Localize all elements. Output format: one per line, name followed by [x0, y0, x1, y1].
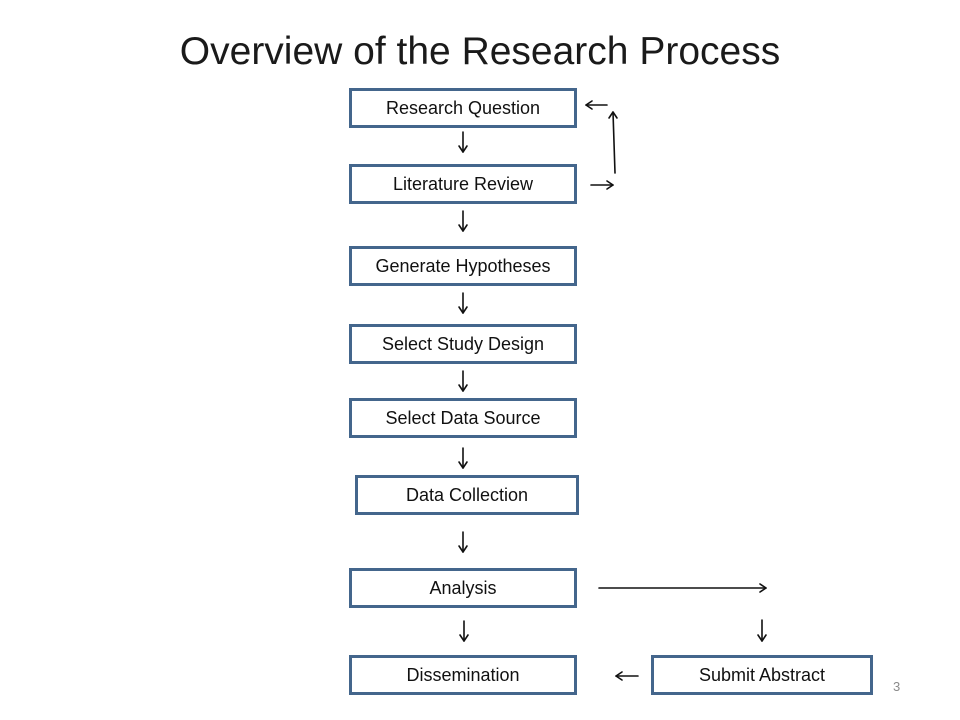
- step-select-data-source: Select Data Source: [349, 398, 577, 438]
- arrow-hypotheses-to-design: [458, 292, 468, 314]
- step-literature-review: Literature Review: [349, 164, 577, 204]
- step-data-collection: Data Collection: [355, 475, 579, 515]
- arrow-collection-to-analysis: [458, 531, 468, 553]
- arrow-design-to-source: [458, 370, 468, 392]
- arrow-source-to-collection: [458, 447, 468, 469]
- step-analysis: Analysis: [349, 568, 577, 608]
- step-submit-abstract: Submit Abstract: [651, 655, 873, 695]
- step-select-study-design: Select Study Design: [349, 324, 577, 364]
- page-number: 3: [893, 679, 901, 694]
- step-research-question: Research Question: [349, 88, 577, 128]
- step-dissemination: Dissemination: [349, 655, 577, 695]
- arrow-review-to-hypotheses: [458, 210, 468, 232]
- arrow-down-to-submit: [757, 619, 767, 642]
- arrow-analysis-to-dissemination: [459, 620, 469, 642]
- arrow-loop-right: [590, 180, 614, 190]
- arrow-analysis-right: [598, 583, 767, 593]
- page-title: Overview of the Research Process: [179, 30, 781, 73]
- arrow-loop-up: [608, 111, 618, 174]
- arrow-loop-left: [585, 100, 608, 110]
- step-generate-hypotheses: Generate Hypotheses: [349, 246, 577, 286]
- arrow-submit-to-dissemination: [615, 671, 639, 681]
- arrow-question-to-review: [458, 131, 468, 153]
